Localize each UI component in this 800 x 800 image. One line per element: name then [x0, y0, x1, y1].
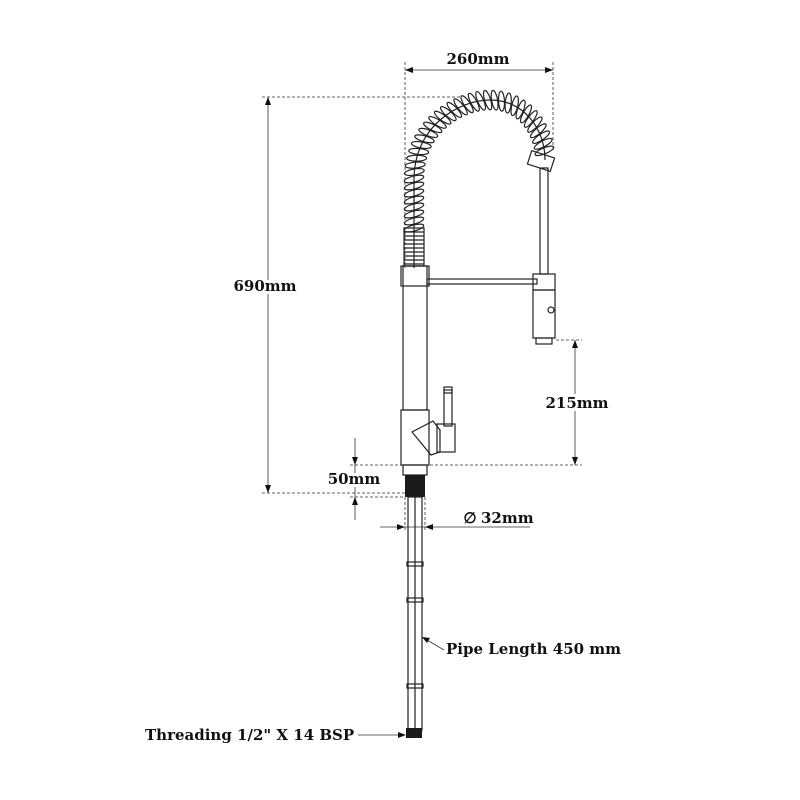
body-collar [400, 265, 430, 287]
pipe-joint [406, 683, 424, 689]
threading-label: Threading 1/2" X 14 BSP [145, 726, 354, 744]
spray-button [547, 306, 555, 314]
coil-turn [403, 167, 425, 177]
spray-coil-cap [526, 149, 556, 173]
spring-coil-turns [403, 89, 555, 233]
dim-width-label: 260mm [446, 50, 509, 68]
callouts: Pipe Length 450 mm Threading 1/2" X 14 B… [145, 636, 621, 744]
coil-turn [510, 95, 519, 117]
coil-turn [519, 104, 533, 124]
spray-head [532, 289, 556, 339]
coil-turn [497, 90, 506, 112]
lever-knob [443, 386, 453, 394]
pipe-joint [406, 561, 424, 567]
coil-turn [515, 99, 526, 120]
coil-turn [403, 174, 425, 184]
coil-turn [433, 110, 452, 125]
coil-turn [428, 115, 447, 129]
spring-coil [413, 99, 546, 268]
mixer-body [400, 409, 430, 466]
coil-turn [529, 123, 547, 139]
dim-base-label: 50mm [328, 470, 381, 488]
spray-head-top [532, 273, 556, 291]
coil-turn [414, 134, 435, 144]
coil-turn [490, 89, 499, 111]
lever-handle [443, 389, 453, 427]
base-ring [402, 464, 428, 476]
coil-turn [418, 127, 439, 139]
coil-turn [453, 98, 468, 116]
coil-turn [533, 137, 553, 150]
coil-turn [403, 202, 425, 212]
dim-spout-label: 215mm [545, 394, 608, 412]
pipe-fitting [406, 728, 422, 738]
coil-turn [423, 121, 443, 134]
pipe-length-label: Pipe Length 450 mm [446, 640, 621, 658]
main-body [402, 265, 428, 411]
coil-turn [410, 140, 432, 150]
spray-arm [426, 278, 538, 285]
pipe-joints [406, 561, 424, 689]
coil-turn [403, 195, 425, 205]
coil-turn [504, 92, 512, 114]
mixer-valve [411, 420, 441, 456]
pipe-joint [406, 597, 424, 603]
coil-turn [475, 90, 487, 111]
coil-turn [482, 89, 493, 111]
coil-sleeve-ribs [404, 231, 424, 265]
coil-turn [532, 130, 551, 144]
coil-turn [408, 147, 430, 156]
coil-turn [439, 106, 457, 122]
coil-turn [404, 161, 426, 169]
coil-turn [403, 181, 425, 191]
spray-rod [539, 167, 549, 275]
coil-turn [534, 145, 555, 157]
coil-turn [403, 188, 425, 198]
coil-turn [527, 116, 543, 133]
faucet [400, 89, 556, 738]
dimensions: 260mm 690mm 215mm 50mm ∅ 32mm [230, 50, 612, 532]
spray-head-nozzle [535, 337, 553, 345]
coil-turn [523, 110, 538, 128]
dim-height-label: 690mm [233, 277, 296, 295]
coil-turn [467, 92, 480, 112]
threaded-shank [405, 475, 425, 497]
coil-turn [403, 216, 425, 226]
coil-turn [446, 101, 463, 119]
coil-turn [406, 154, 428, 162]
diameter-symbol: ∅ [463, 509, 476, 527]
coil-turn [460, 95, 474, 114]
coil-turn [403, 209, 425, 219]
mixer-cartridge [436, 423, 456, 453]
dim-diameter-label: 32mm [481, 509, 534, 527]
